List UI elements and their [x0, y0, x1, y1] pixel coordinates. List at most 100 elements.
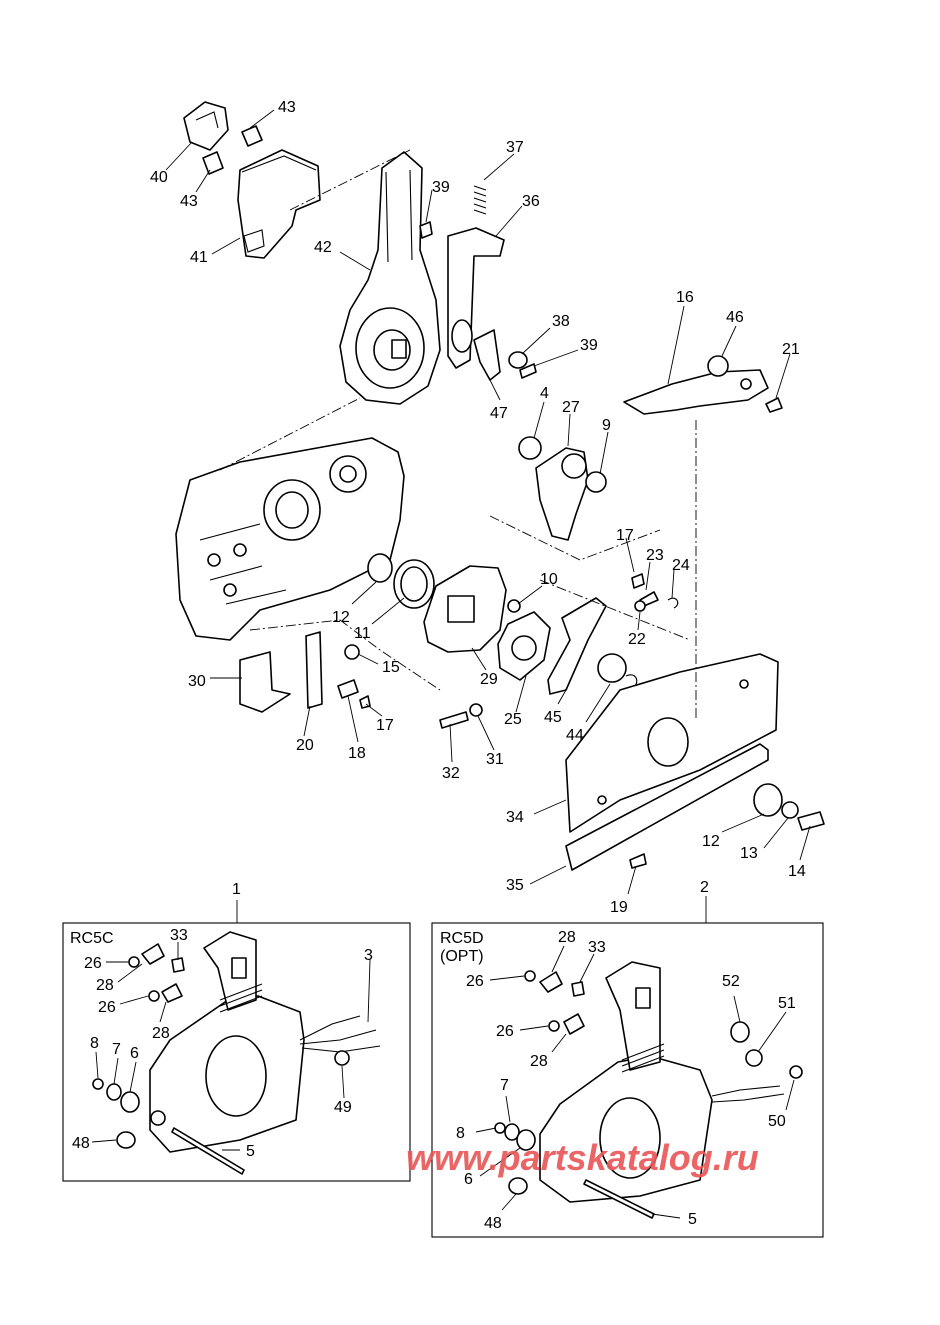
callout: 5 — [688, 1211, 697, 1228]
callout: 40 — [150, 169, 168, 186]
collar-12-lower — [753, 783, 783, 817]
grommet-51 — [745, 1049, 763, 1067]
callout: 31 — [486, 751, 504, 768]
callout: 49 — [334, 1099, 352, 1116]
spring — [473, 185, 487, 215]
bush-6-b — [516, 1129, 536, 1151]
callout: 43 — [180, 193, 198, 210]
callout: 28 — [530, 1053, 548, 1070]
nut-8-a — [92, 1078, 104, 1090]
bolt-5-b — [583, 1179, 655, 1219]
clip-28-d — [563, 1013, 585, 1035]
callout: 39 — [432, 179, 450, 196]
callout: 12 — [702, 833, 720, 850]
callout: 8 — [456, 1125, 465, 1142]
washer-26-c — [524, 970, 536, 982]
callout: 46 — [726, 309, 744, 326]
clip-28-a — [141, 943, 165, 965]
grommet-49 — [334, 1050, 350, 1066]
washer-7-b — [504, 1123, 520, 1141]
nut-8-b — [494, 1122, 506, 1134]
callout: 12 — [332, 609, 350, 626]
callout-numbers: 43 40 43 41 42 39 37 36 38 39 47 16 46 2… — [72, 99, 806, 1232]
callout: 44 — [566, 727, 584, 744]
callout: 23 — [646, 547, 664, 564]
callout: 26 — [496, 1023, 514, 1040]
lower-cover — [239, 651, 291, 713]
callout: 41 — [190, 249, 208, 266]
callout: 28 — [558, 929, 576, 946]
callout: 35 — [506, 877, 524, 894]
cap-48-b — [508, 1177, 528, 1195]
washer-9 — [585, 471, 607, 493]
callout: 13 — [740, 845, 758, 862]
screw-19 — [629, 853, 647, 869]
callout: 37 — [506, 139, 524, 156]
upper-assembly — [175, 101, 825, 871]
screw-39-side — [519, 363, 537, 379]
nut-31 — [469, 703, 483, 717]
callout: 11 — [354, 625, 371, 642]
box-title-rc5d: RC5D — [440, 930, 484, 947]
callout: 52 — [722, 973, 740, 990]
bolt-14 — [797, 811, 825, 831]
clip-28-c — [539, 971, 563, 993]
grip-insert-top — [241, 125, 263, 147]
callout: 27 — [562, 399, 580, 416]
callout: 6 — [464, 1171, 473, 1188]
box-subtitle-rc5d: (OPT) — [440, 948, 484, 965]
callout: 50 — [768, 1113, 786, 1130]
nut-33-b — [571, 981, 585, 997]
callout: 6 — [130, 1045, 139, 1062]
spring-24 — [667, 597, 679, 609]
callout: 32 — [442, 765, 460, 782]
bolt-32 — [439, 711, 469, 729]
grip-insert-bottom — [202, 151, 224, 175]
callout: 17 — [616, 527, 634, 544]
callout: 38 — [552, 313, 570, 330]
callout: 48 — [72, 1135, 90, 1152]
callout: 51 — [778, 995, 796, 1012]
nut-33-a — [171, 957, 185, 973]
grommet-strip — [305, 631, 323, 709]
bush-10 — [507, 599, 521, 613]
callout: 33 — [170, 927, 188, 944]
callout: 20 — [296, 737, 314, 754]
callout: 7 — [112, 1041, 121, 1058]
spacer-15 — [344, 644, 360, 660]
callout: 3 — [364, 947, 373, 964]
link-plate — [473, 329, 501, 381]
callout: 25 — [504, 711, 522, 728]
callout: 9 — [602, 417, 611, 434]
clip-18 — [337, 679, 359, 699]
watermark-text: www.partskatalog.ru — [406, 1137, 759, 1178]
callout: 26 — [98, 999, 116, 1016]
washer-7-a — [106, 1083, 122, 1101]
shift-lever — [547, 597, 607, 695]
callout: 17 — [376, 717, 394, 734]
nut-50 — [789, 1065, 803, 1079]
callout: 15 — [382, 659, 400, 676]
box-rc5c: RC5C — [62, 922, 411, 1182]
callout: 43 — [278, 99, 296, 116]
callout: 28 — [96, 977, 114, 994]
callout: 30 — [188, 673, 206, 690]
callout: 45 — [544, 709, 562, 726]
callout: 29 — [480, 671, 498, 688]
screw-39-top — [419, 221, 433, 239]
callout: 34 — [506, 809, 524, 826]
callout: 22 — [628, 631, 646, 648]
leader-lines — [91, 109, 811, 1219]
callout: 36 — [522, 193, 540, 210]
callout: 48 — [484, 1215, 502, 1232]
neutral-switch — [597, 653, 627, 683]
callout: 5 — [246, 1143, 255, 1160]
bush-6-a — [120, 1091, 140, 1113]
callout: 47 — [490, 405, 508, 422]
callout: 33 — [588, 939, 606, 956]
washer-46 — [707, 355, 729, 377]
clip-28-b — [161, 983, 183, 1003]
callout: 42 — [314, 239, 332, 256]
callout: 26 — [466, 973, 484, 990]
